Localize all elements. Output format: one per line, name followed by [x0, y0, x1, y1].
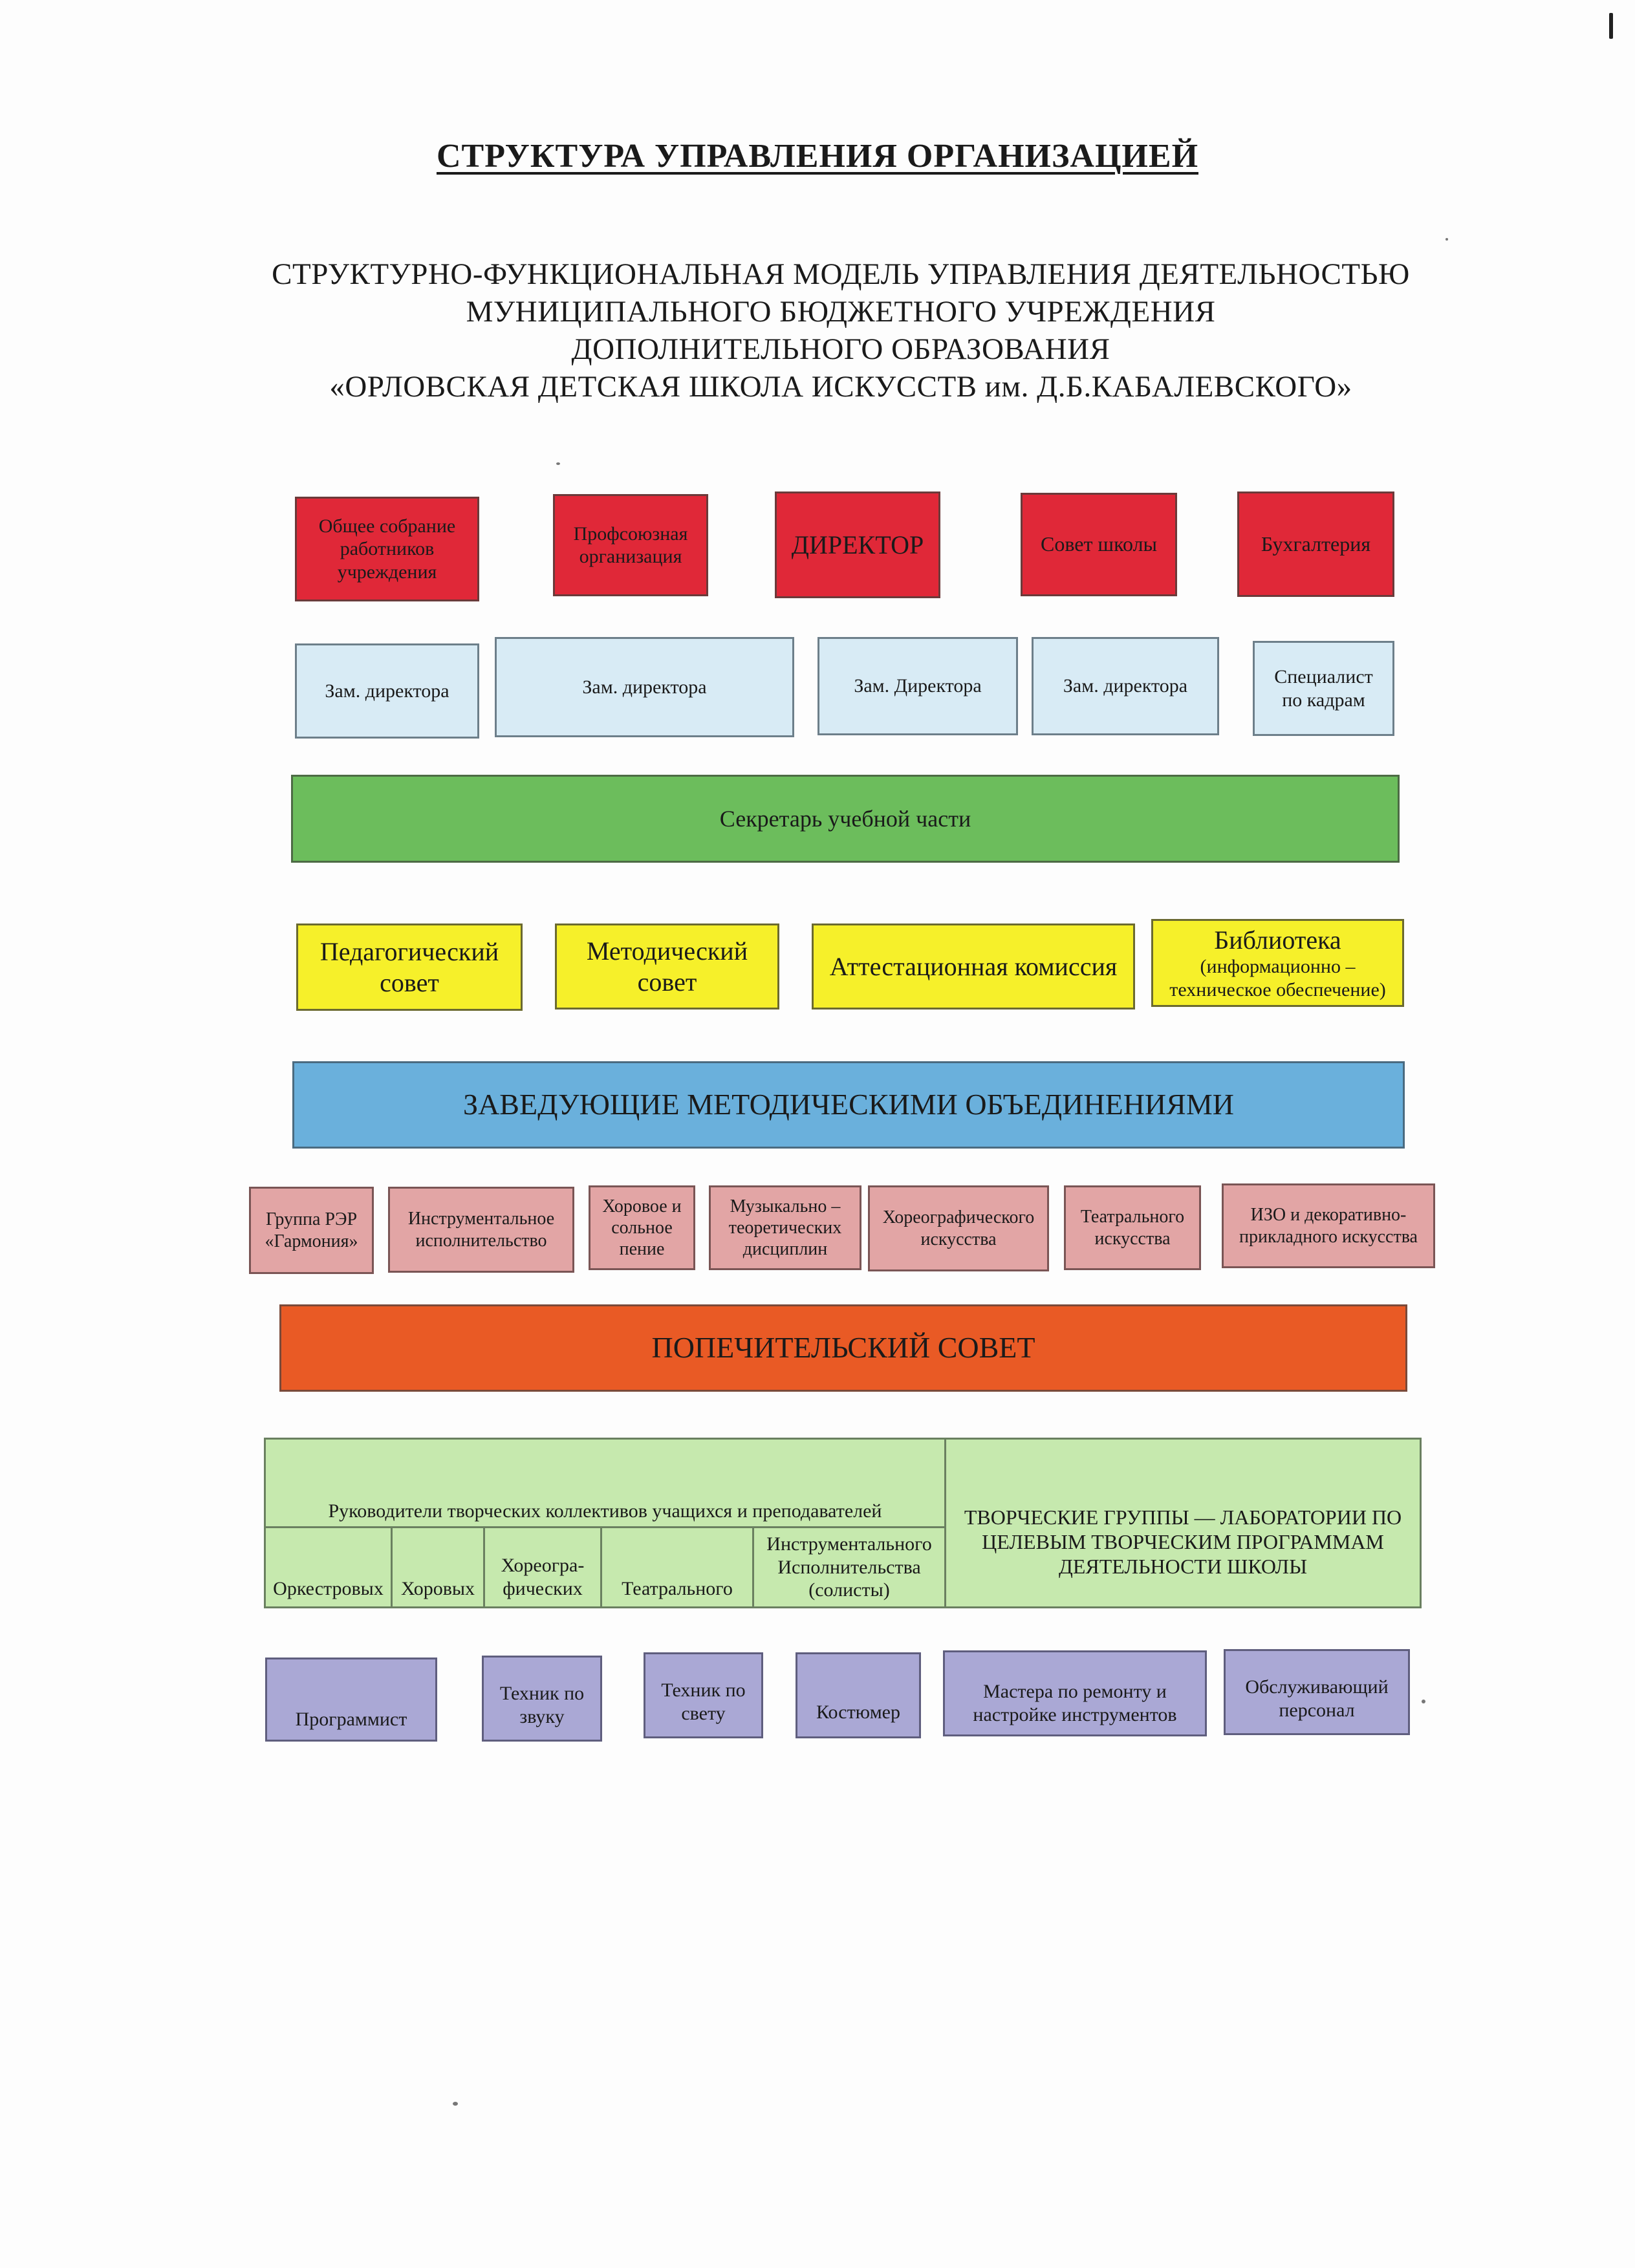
col-choral: Хоровых	[393, 1528, 485, 1606]
box-deputy-3: Зам. Директора	[817, 637, 1018, 735]
box-light-tech: Техник по свету	[644, 1652, 763, 1738]
page-title: СТРУКТУРА УПРАВЛЕНИЯ ОРГАНИЗАЦИЕЙ	[0, 137, 1635, 175]
scan-speck	[1446, 238, 1448, 241]
box-general-meeting: Общее собрание работников учреждения	[295, 497, 479, 601]
col-choreographic: Хореогра-фических	[485, 1528, 602, 1606]
box-sound-tech: Техник по звуку	[482, 1656, 602, 1742]
box-library: Библиотека (информационно – техническое …	[1151, 919, 1404, 1007]
subtitle-line-4: «ОРЛОВСКАЯ ДЕТСКАЯ ШКОЛА ИСКУССТВ им. Д.…	[329, 370, 1352, 404]
subtitle: СТРУКТУРНО-ФУНКЦИОНАЛЬНАЯ МОДЕЛЬ УПРАВЛЕ…	[129, 255, 1552, 405]
box-pedagogical-council: Педагогический совет	[296, 923, 523, 1011]
box-director: ДИРЕКТОР	[775, 491, 940, 598]
scan-speck	[1422, 1700, 1425, 1703]
box-deputy-4: Зам. директора	[1032, 637, 1219, 735]
box-costumer: Костюмер	[796, 1652, 921, 1738]
box-unit-choreography: Хореографического искусства	[868, 1185, 1049, 1271]
scan-edge-mark	[1609, 13, 1613, 39]
box-methodical-council: Методический совет	[555, 923, 779, 1010]
col-orchestral: Оркестровых	[266, 1528, 393, 1606]
box-attestation-commission: Аттестационная комиссия	[812, 923, 1135, 1010]
col-instrumental-soloists: Инструментального Исполнительства (солис…	[754, 1528, 946, 1606]
subtitle-line-2: МУНИЦИПАЛЬНОГО БЮДЖЕТНОГО УЧРЕЖДЕНИЯ	[466, 295, 1216, 329]
box-unit-choral: Хоровое и сольное пение	[589, 1185, 695, 1270]
box-hr-specialist: Специалист по кадрам	[1253, 641, 1394, 736]
col-theatre: Театрального	[602, 1528, 754, 1606]
page-title-text: СТРУКТУРА УПРАВЛЕНИЯ ОРГАНИЗАЦИЕЙ	[436, 138, 1199, 175]
box-deputy-1: Зам. директора	[295, 643, 479, 739]
box-accounting: Бухгалтерия	[1237, 491, 1394, 597]
library-title: Библиотека	[1214, 925, 1341, 955]
box-school-council: Совет школы	[1021, 493, 1177, 596]
box-service-staff: Обслуживающий персонал	[1224, 1649, 1410, 1735]
box-deputy-2: Зам. директора	[495, 637, 794, 737]
box-unit-instrumental: Инструментальное исполнительство	[388, 1187, 574, 1273]
leaders-header: Руководители творческих коллективов учащ…	[266, 1440, 946, 1528]
box-unit-rer-garmonia: Группа РЭР «Гармония»	[249, 1187, 374, 1274]
box-programmer: Программист	[265, 1658, 437, 1742]
scan-speck	[556, 462, 560, 465]
creative-groups: ТВОРЧЕСКИЕ ГРУППЫ — ЛАБОРАТОРИИ ПО ЦЕЛЕВ…	[964, 1506, 1402, 1578]
box-trade-union: Профсоюзная организация	[553, 494, 708, 596]
library-subtitle: (информационно – техническое обеспечение…	[1169, 956, 1386, 1000]
subtitle-line-3: ДОПОЛНИТЕЛЬНОГО ОБРАЗОВАНИЯ	[571, 332, 1110, 366]
box-heads-methodical-units: ЗАВЕДУЮЩИЕ МЕТОДИЧЕСКИМИ ОБЪЕДИНЕНИЯМИ	[292, 1061, 1405, 1149]
box-board-of-trustees: ПОПЕЧИТЕЛЬСКИЙ СОВЕТ	[279, 1304, 1407, 1392]
box-unit-fine-arts: ИЗО и декоративно-прикладного искусства	[1222, 1183, 1435, 1268]
box-secretary: Секретарь учебной части	[291, 775, 1400, 863]
creative-table: Руководители творческих коллективов учащ…	[264, 1438, 1422, 1608]
box-unit-theatre: Театрального искусства	[1064, 1185, 1201, 1270]
box-instrument-masters: Мастера по ремонту и настройке инструмен…	[943, 1650, 1207, 1736]
box-unit-music-theory: Музыкально – теоретических дисциплин	[709, 1185, 861, 1270]
subtitle-line-1: СТРУКТУРНО-ФУНКЦИОНАЛЬНАЯ МОДЕЛЬ УПРАВЛЕ…	[272, 257, 1410, 291]
scan-speck	[453, 2102, 458, 2106]
